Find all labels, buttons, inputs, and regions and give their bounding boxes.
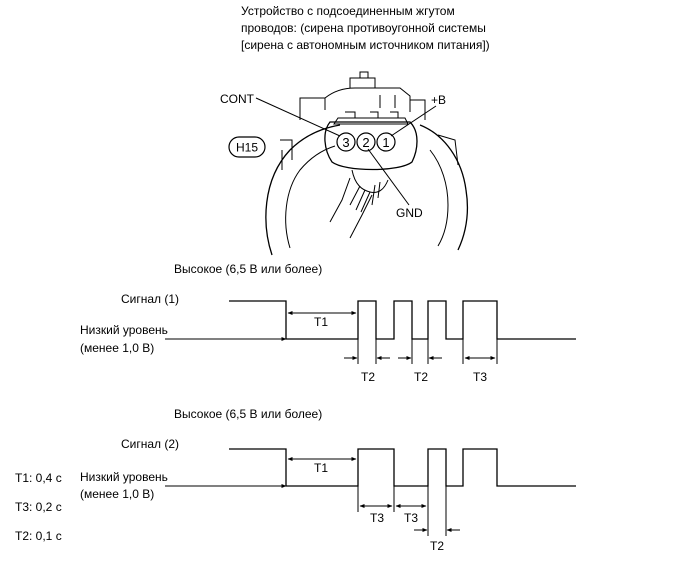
signal-1-label: Сигнал (1) [121,292,179,306]
gnd-leader [367,148,410,206]
signal-2-t2-marker: T2 [430,539,444,553]
legend-t1: T1: 0,4 с [15,471,62,485]
signal-2-label: Сигнал (2) [121,437,179,451]
signal-1-high-label: Высокое (6,5 В или более) [174,262,322,276]
device-description-line: [сирена с автономным источником питания]… [241,38,490,52]
signal-2-t3b-marker: T3 [404,511,418,525]
pin-2: 2 [356,132,376,152]
signal-1-t1-marker: T1 [314,315,328,329]
legend-t2: T2: 0,1 с [15,529,62,543]
connector-pins: 3 2 1 [336,132,396,152]
connector-code: H15 [236,141,258,155]
pin-3-label: 3 [342,135,349,150]
plus-b-label: +B [431,93,446,107]
device-description-line: Устройство с подсоединенным жгутом [241,4,455,18]
plus-b-leader [390,105,437,137]
signal-1-t2b-marker: T2 [414,370,428,384]
signal-2-waveform [229,448,576,487]
signal-1-low-label: Низкий уровень [80,323,168,337]
signal-1-waveform [229,300,576,340]
device-description: Устройство с подсоединенным жгутом прово… [241,3,490,54]
signal-1-dimension-ticks [357,339,498,364]
pin-1-label: 1 [382,135,389,150]
signal-2-t1-marker: T1 [314,461,328,475]
siren-connector-illustration [265,71,469,256]
signal-1-diagram: Высокое (6,5 В или более) Сигнал (1) Низ… [80,262,576,384]
signal-2-high-label: Высокое (6,5 В или более) [174,407,322,421]
signal-1-t2a-marker: T2 [361,370,375,384]
signal-2-low-sub-label: (менее 1,0 В) [80,487,154,501]
gnd-label: GND [396,206,423,220]
device-description-line: проводов: (сирена противоугонной системы [241,21,486,35]
signal-1-low-sub-label: (менее 1,0 В) [80,341,154,355]
legend-t3: T3: 0,2 с [15,500,62,514]
signal-1-t3-marker: T3 [473,370,487,384]
cont-label: CONT [220,92,255,106]
connector-code-badge: H15 [228,136,266,158]
signal-2-low-label: Низкий уровень [80,470,168,484]
signal-2-dimension-ticks [357,486,447,536]
cont-leader [255,97,341,137]
signal-2-diagram: Высокое (6,5 В или более) Сигнал (2) Низ… [80,407,576,553]
pin-2-label: 2 [362,135,369,150]
signal-2-t3a-marker: T3 [370,511,384,525]
pin-1: 1 [376,132,396,152]
pin-3: 3 [336,132,356,152]
timing-legend: T1: 0,4 с T3: 0,2 с T2: 0,1 с [15,471,62,543]
